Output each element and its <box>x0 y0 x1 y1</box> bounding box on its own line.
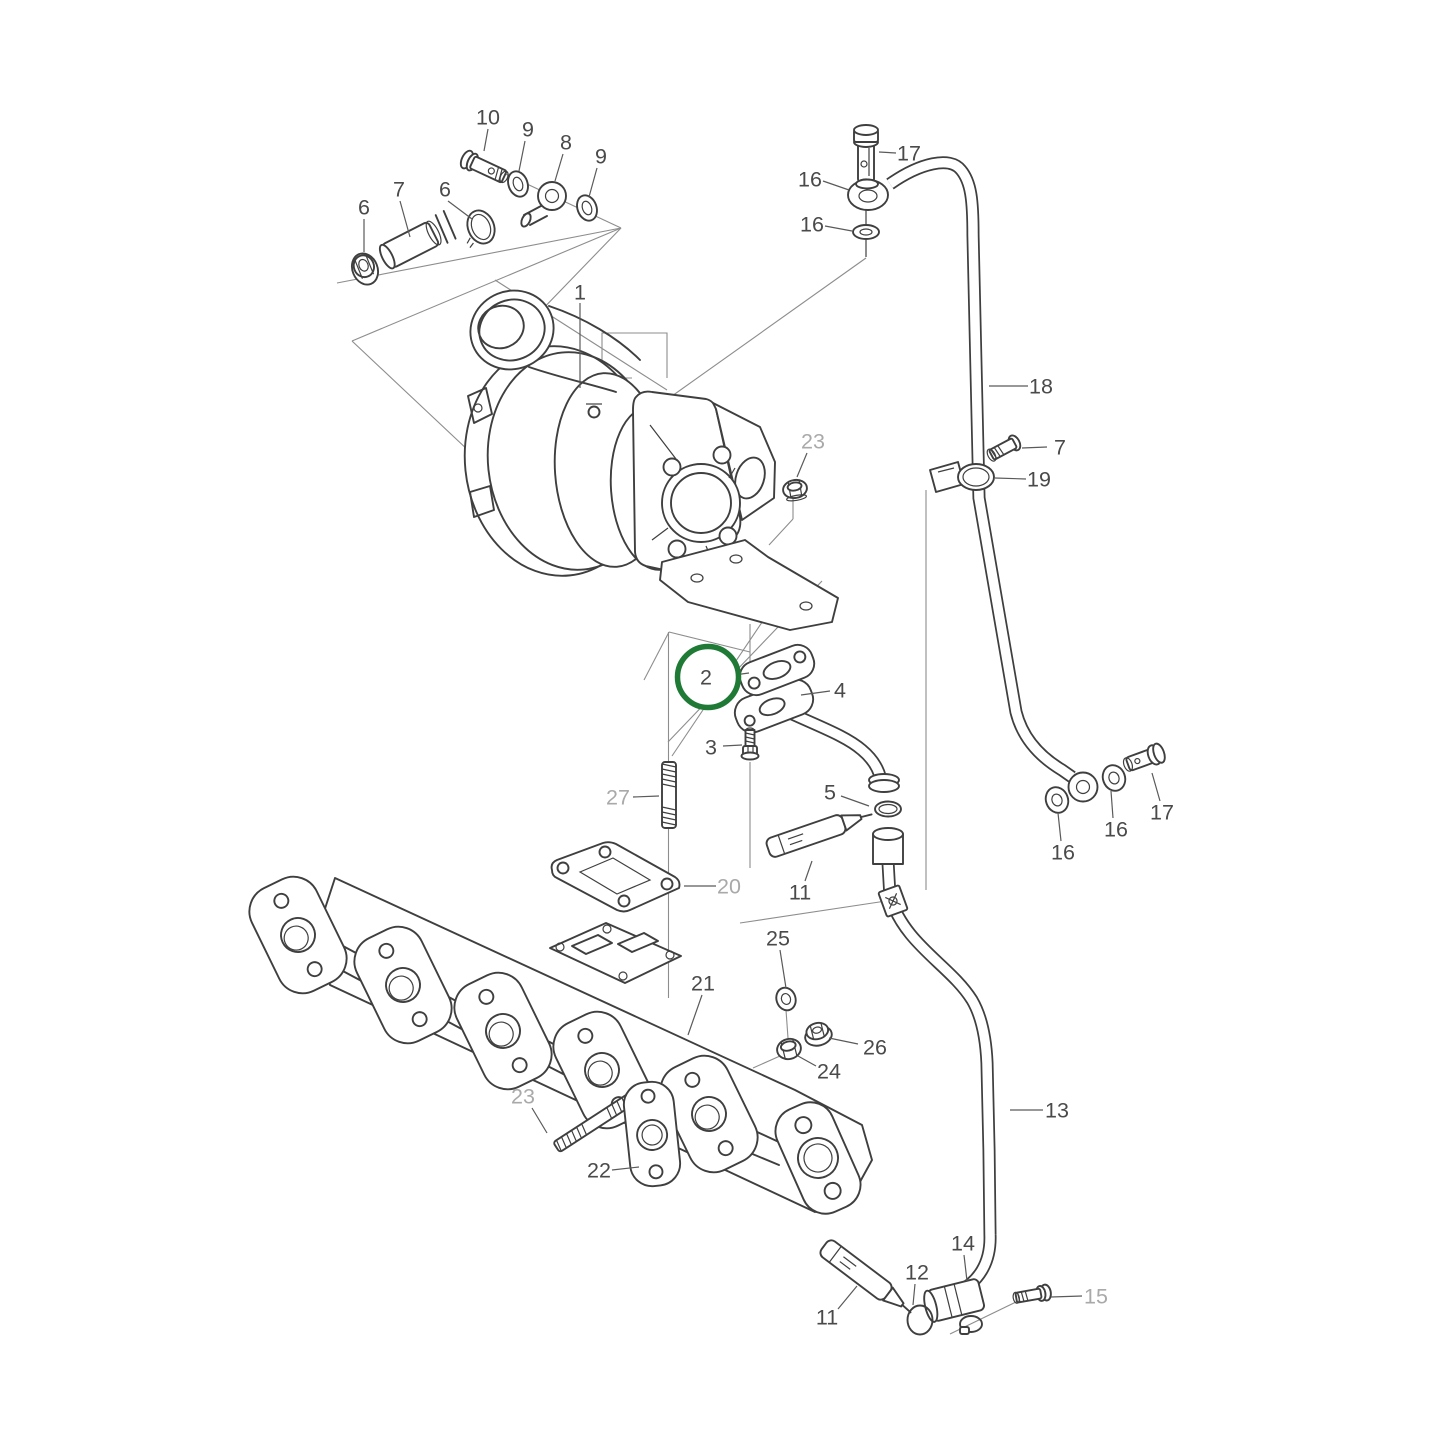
washer-16-top <box>852 224 880 240</box>
part-label-27: 27 <box>606 786 630 810</box>
banjo-bolt-17-bottom <box>1122 742 1166 772</box>
part-label-21: 21 <box>691 972 715 996</box>
stud-27 <box>661 761 677 829</box>
highlight-circle-part-2 <box>674 643 742 711</box>
bolt-15 <box>1012 1283 1052 1304</box>
o-ring-5 <box>874 800 902 818</box>
washer-9-left <box>507 170 529 198</box>
part-label-6: 6 <box>358 196 370 220</box>
part-label-26: 26 <box>863 1036 887 1060</box>
part-label-15: 15 <box>1084 1285 1108 1309</box>
part-label-18: 18 <box>1029 375 1053 399</box>
part-label-3: 3 <box>705 736 717 760</box>
banjo-bolt-17-top <box>853 124 879 186</box>
part-label-23: 23 <box>511 1085 535 1109</box>
clamp-6-right <box>466 209 496 249</box>
washer-25 <box>775 986 797 1012</box>
part-label-16: 16 <box>798 168 822 192</box>
bolt-3 <box>740 727 760 761</box>
part-label-9: 9 <box>595 145 607 169</box>
part-label-22: 22 <box>587 1159 611 1183</box>
oil-drain-assembly <box>733 643 1052 1336</box>
gasket-22 <box>622 1080 682 1188</box>
part-label-5: 5 <box>824 781 836 805</box>
part-label-11: 11 <box>816 1306 838 1330</box>
nut-23-top <box>782 478 808 502</box>
sealant-tube-11-upper <box>765 813 873 858</box>
sealant-tube-11-lower <box>819 1239 912 1314</box>
exhaust-manifold <box>248 875 873 1215</box>
part-label-20: 20 <box>717 875 741 899</box>
inlet-fastener-group <box>351 149 598 286</box>
part-label-6: 6 <box>439 178 451 202</box>
part-label-12: 12 <box>905 1261 929 1285</box>
part-label-17: 17 <box>1150 801 1174 825</box>
banjo-fitting-8 <box>520 181 567 228</box>
turbocharger <box>463 289 839 631</box>
part-label-7: 7 <box>393 178 405 202</box>
manifold-end-flange <box>774 1101 862 1215</box>
part-label-25: 25 <box>766 927 790 951</box>
bolt-7-right <box>986 434 1022 462</box>
part-label-17: 17 <box>897 142 921 166</box>
pipe-bracket <box>877 884 909 918</box>
manifold-port-flange <box>453 971 553 1091</box>
part-label-9: 9 <box>522 118 534 142</box>
part-label-23: 23 <box>801 430 825 454</box>
part-label-10: 10 <box>476 106 500 130</box>
manifold-port-flange <box>248 875 348 995</box>
oil-supply-pipe-assembly <box>847 124 1166 814</box>
nut-6-left <box>351 252 379 286</box>
banjo-eye-top <box>847 178 889 257</box>
clamp-19 <box>929 461 995 493</box>
hose-end-ring <box>868 773 900 793</box>
bolt-10 <box>459 149 509 184</box>
part-label-16: 16 <box>1051 841 1075 865</box>
part-label-24: 24 <box>817 1060 841 1084</box>
part-label-11: 11 <box>789 881 811 905</box>
washer-16-bottom-left <box>1044 786 1070 814</box>
part-label-16: 16 <box>800 213 824 237</box>
washer-9-right <box>576 194 598 222</box>
banjo-eye-bottom <box>1067 771 1099 803</box>
drain-pipe-13 <box>872 827 997 1302</box>
construction-lines <box>336 154 1021 1335</box>
part-label-8: 8 <box>560 131 572 155</box>
part-label-13: 13 <box>1045 1099 1069 1123</box>
part-label-2: 2 <box>700 666 712 690</box>
leader-lines <box>363 128 1161 1310</box>
part-label-19: 19 <box>1027 468 1051 492</box>
part-label-14: 14 <box>951 1232 975 1256</box>
part-label-7: 7 <box>1054 436 1066 460</box>
washer-16-bottom-right <box>1101 764 1127 792</box>
part-label-16: 16 <box>1104 818 1128 842</box>
gasket-2 <box>738 643 816 697</box>
manifold-port-flange <box>353 925 453 1045</box>
part-label-1: 1 <box>574 281 586 305</box>
nut-26 <box>804 1021 833 1047</box>
hose-7 <box>378 210 457 270</box>
gasket-20 <box>550 841 681 913</box>
nut-24 <box>776 1037 802 1061</box>
manifold-turbo-pad <box>549 922 682 984</box>
hose-clamp-under-coupling <box>959 1315 983 1335</box>
part-label-4: 4 <box>834 679 846 703</box>
o-ring-12 <box>906 1304 934 1336</box>
